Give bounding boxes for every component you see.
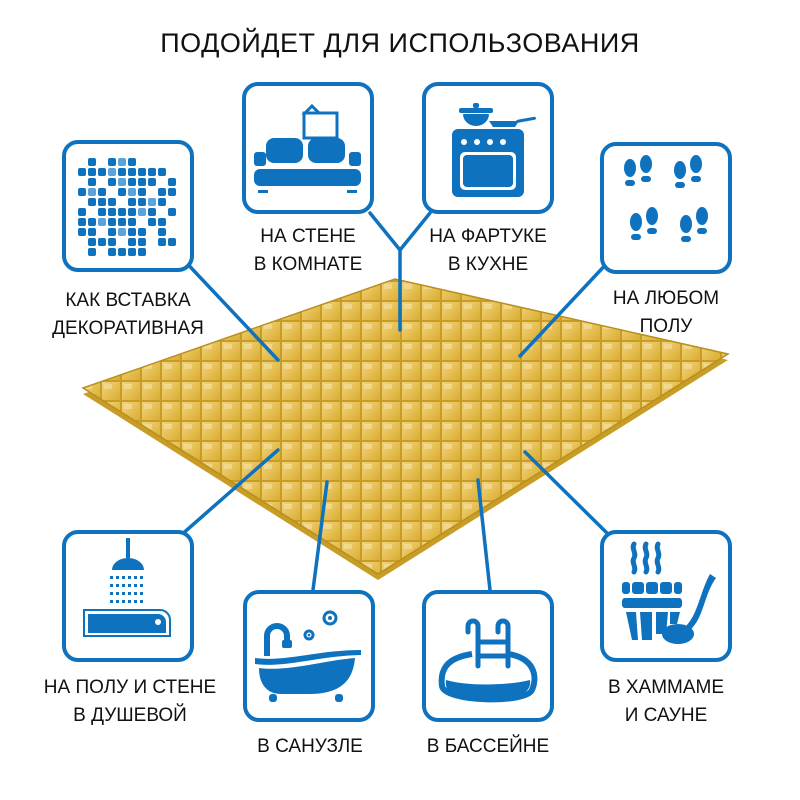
use-label-shower: НА ПОЛУ И СТЕНЕ В ДУШЕВОЙ — [43, 677, 217, 726]
use-tile-sauna — [600, 530, 732, 662]
mosaic-sheet — [81, 278, 730, 580]
stove-icon — [452, 103, 536, 197]
mosaic-icon — [78, 158, 176, 256]
use-tile-shower — [62, 530, 194, 662]
use-label-room-wall: НА СТЕНЕ В КОМНАТЕ — [253, 226, 363, 275]
use-label-any-floor: НА ЛЮБОМ ПОЛУ — [612, 288, 720, 337]
use-tile-room-wall — [242, 82, 374, 214]
use-tile-decor-insert — [62, 140, 194, 272]
footprints-icon — [624, 155, 708, 242]
connector-lines — [178, 211, 612, 592]
use-tile-pool — [422, 590, 554, 722]
use-label-kitchen-apron: НА ФАРТУКЕ В КУХНЕ — [429, 226, 547, 275]
sauna-bucket-icon — [622, 541, 716, 644]
shower-icon — [83, 538, 171, 637]
use-tile-bathroom — [243, 590, 375, 722]
use-label-bathroom: В САНУЗЛЕ — [257, 736, 363, 757]
use-tile-any-floor — [600, 142, 732, 274]
bathtub-icon — [255, 610, 361, 702]
use-label-decor-insert: КАК ВСТАВКА ДЕКОРАТИВНАЯ — [52, 290, 204, 339]
use-tile-kitchen-apron — [422, 82, 554, 214]
page-title: ПОДОЙДЕТ ДЛЯ ИСПОЛЬЗОВАНИЯ — [160, 28, 640, 58]
use-label-sauna: В ХАММАМЕ И САУНЕ — [607, 677, 725, 726]
pool-icon — [438, 618, 538, 703]
use-label-pool: В БАССЕЙНЕ — [426, 736, 550, 757]
sofa-icon — [254, 103, 361, 193]
